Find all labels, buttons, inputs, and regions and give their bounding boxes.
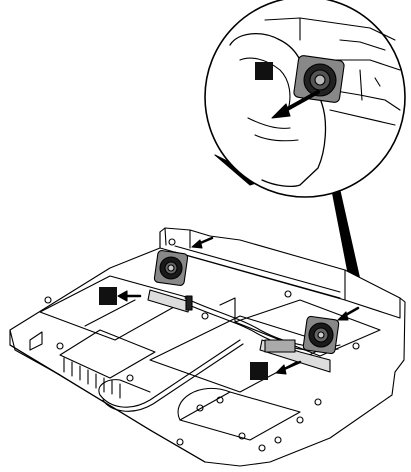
- callout-marker-detail: [255, 62, 273, 80]
- speaker-detail: [293, 55, 344, 103]
- callout-marker-right: [250, 362, 268, 380]
- callout-marker-left: [99, 287, 117, 305]
